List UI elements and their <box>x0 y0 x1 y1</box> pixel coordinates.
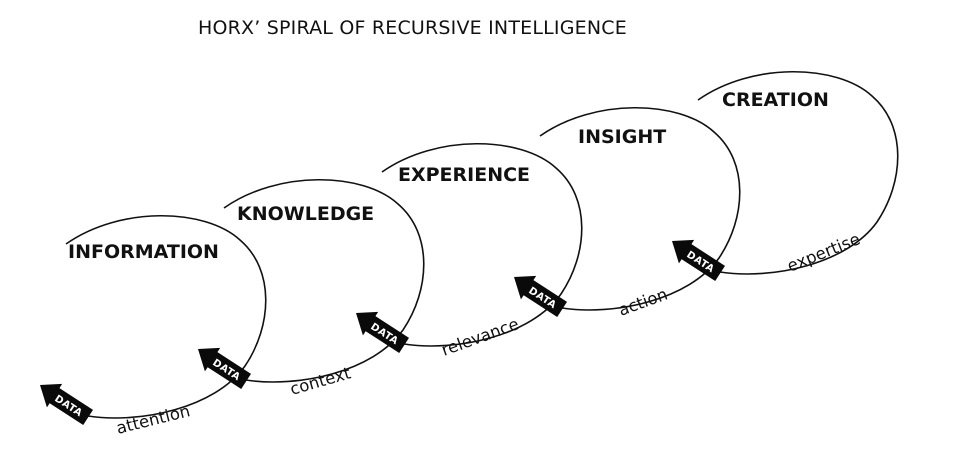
stage-label: KNOWLEDGE <box>237 203 374 225</box>
data-arrow: DATA <box>672 239 726 281</box>
stage-label: EXPERIENCE <box>398 164 530 186</box>
arrow-icon <box>514 275 568 317</box>
arrow-icon <box>40 383 94 425</box>
link-label: context <box>288 363 354 399</box>
link-label: action <box>616 285 670 320</box>
stage-label: CREATION <box>722 89 829 111</box>
link-label: attention <box>114 401 192 438</box>
data-arrow: DATA <box>198 347 252 389</box>
spiral-loop <box>539 107 741 311</box>
spiral-loop <box>65 215 267 419</box>
data-arrow: DATA <box>514 275 568 317</box>
data-arrow: DATA <box>356 311 410 353</box>
link-labels: attention context relevance action expertise <box>114 229 862 438</box>
spiral-loop <box>223 179 425 383</box>
data-arrow: DATA <box>40 383 94 425</box>
arrow-icon <box>356 311 410 353</box>
spiral-loop <box>697 71 899 275</box>
arrow-icon <box>672 239 726 281</box>
stage-label: INFORMATION <box>68 241 219 263</box>
arrow-icon <box>198 347 252 389</box>
link-label: relevance <box>439 314 521 360</box>
link-label: expertise <box>784 229 862 275</box>
stage-label: INSIGHT <box>578 126 666 148</box>
spiral-loop <box>381 143 583 347</box>
diagram-title: HORX’ SPIRAL OF RECURSIVE INTELLIGENCE <box>198 17 627 39</box>
spiral-loops <box>65 71 899 419</box>
stage-labels: INFORMATION KNOWLEDGE EXPERIENCE INSIGHT CRE… <box>68 89 829 263</box>
